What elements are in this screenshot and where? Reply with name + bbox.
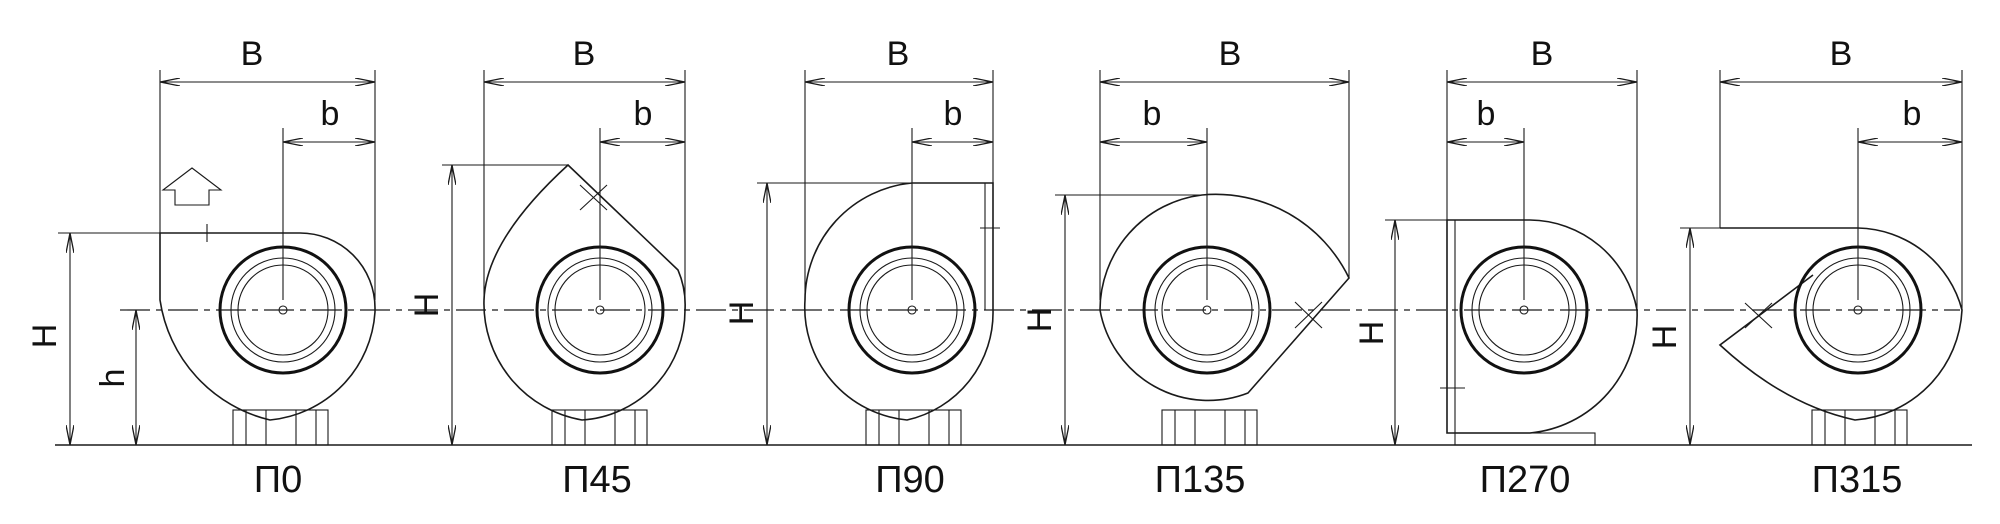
dimension-label-width: B bbox=[1219, 35, 1242, 73]
dimension-lines bbox=[757, 70, 994, 445]
variant-caption: П0 bbox=[254, 459, 302, 501]
variant-p0: B b H h П0 bbox=[26, 35, 376, 501]
support-frame bbox=[1161, 409, 1258, 446]
dimension-lines bbox=[1055, 70, 1350, 445]
outlet-arrow-icon bbox=[161, 167, 223, 206]
housing-outline bbox=[1718, 227, 1963, 421]
dimension-label-height: H bbox=[408, 293, 446, 318]
support-frame bbox=[232, 409, 329, 446]
support-frame bbox=[865, 409, 962, 446]
dimension-label-offset: b bbox=[634, 95, 653, 133]
variant-p90: B b H П90 bbox=[723, 35, 1000, 501]
dimension-lines bbox=[58, 70, 376, 445]
dimension-label-width: B bbox=[241, 35, 264, 73]
dimension-label-offset: b bbox=[321, 95, 340, 133]
dimension-label-width: B bbox=[1531, 35, 1554, 73]
support-frame bbox=[1811, 409, 1908, 446]
dimension-label-axis-height: h bbox=[94, 369, 132, 388]
dimension-label-height: H bbox=[1353, 321, 1391, 346]
dimension-label-offset: b bbox=[1143, 95, 1162, 133]
support-frame bbox=[1454, 432, 1596, 446]
variant-caption: П270 bbox=[1480, 459, 1571, 501]
variant-p270: B b H П270 bbox=[1353, 35, 1638, 501]
housing-outline bbox=[159, 232, 376, 421]
dimension-label-offset: b bbox=[1477, 95, 1496, 133]
dimension-label-width: B bbox=[573, 35, 596, 73]
dimension-lines bbox=[1680, 70, 1963, 445]
dimension-label-offset: b bbox=[1903, 95, 1922, 133]
dimension-label-height: H bbox=[26, 324, 64, 349]
variant-p315: B b H П315 bbox=[1646, 35, 1963, 501]
variant-caption: П315 bbox=[1812, 459, 1903, 501]
dimension-lines bbox=[442, 70, 686, 445]
dimension-label-height: H bbox=[1646, 325, 1684, 350]
housing-outline bbox=[1446, 219, 1638, 434]
dimension-label-width: B bbox=[887, 35, 910, 73]
dimension-label-height: H bbox=[723, 301, 761, 326]
housing-outline bbox=[803, 182, 994, 421]
variant-p135: B b H П135 bbox=[1021, 35, 1350, 501]
dimension-lines bbox=[1385, 70, 1638, 445]
variant-p45: B b H П45 bbox=[408, 35, 686, 501]
variant-caption: П45 bbox=[562, 459, 632, 501]
housing-outline bbox=[483, 163, 686, 421]
dimension-label-width: B bbox=[1830, 35, 1853, 73]
dimension-label-offset: b bbox=[944, 95, 963, 133]
support-frame bbox=[551, 409, 648, 446]
dimension-label-height: H bbox=[1021, 308, 1059, 333]
variant-caption: П135 bbox=[1155, 459, 1246, 501]
housing-outline bbox=[1099, 193, 1350, 402]
variant-caption: П90 bbox=[875, 459, 945, 501]
